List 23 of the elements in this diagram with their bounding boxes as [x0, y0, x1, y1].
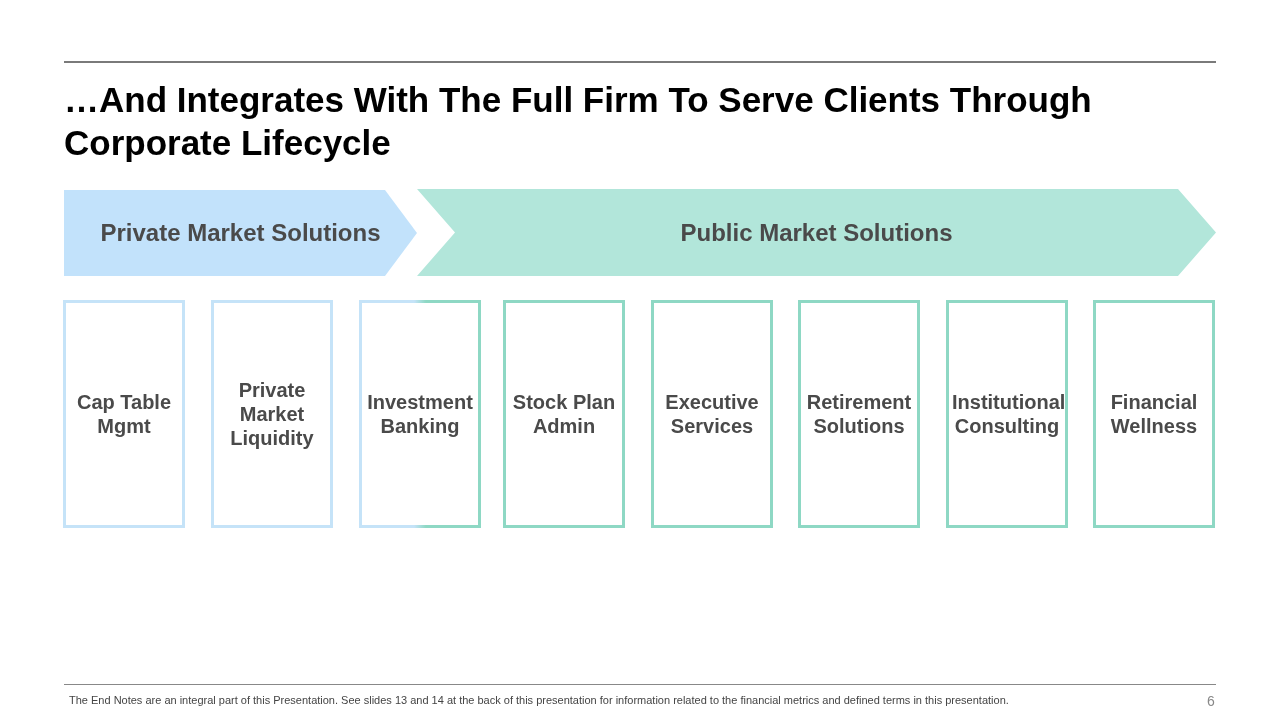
- footnote: The End Notes are an integral part of this Presentation. See slides 13 and 14 at the back of this presentation for information related to the financial metrics and defined terms in this presentation.: [69, 694, 1009, 706]
- service-name: Institutional Consulting: [952, 390, 1062, 438]
- service-box: [211, 300, 333, 528]
- service-name: Private Market Liquidity: [229, 378, 315, 450]
- slide-title: …And Integrates With The Full Firm To Serve Clients Through Corporate Lifecycle: [64, 79, 1093, 164]
- service-name: Retirement Solutions: [805, 390, 913, 438]
- service-box: [1093, 300, 1215, 528]
- service-box: [651, 300, 773, 528]
- page-number: 6: [1207, 693, 1215, 709]
- service-box: [798, 300, 920, 528]
- service-name: Financial Wellness: [1109, 390, 1199, 438]
- service-box: [503, 300, 625, 528]
- service-name: Executive Services: [664, 390, 760, 438]
- chevron-banner: [417, 189, 1216, 276]
- service-box: [946, 300, 1068, 528]
- chevron-banner: [64, 190, 417, 276]
- banner-heading: Private Market Solutions: [100, 219, 381, 247]
- banner-heading: Public Market Solutions: [680, 218, 953, 247]
- service-name: Stock Plan Admin: [511, 390, 617, 438]
- service-name: Cap Table Mgmt: [75, 390, 173, 438]
- service-box: [63, 300, 185, 528]
- service-name: Investment Banking: [366, 390, 474, 438]
- service-box: [359, 300, 481, 528]
